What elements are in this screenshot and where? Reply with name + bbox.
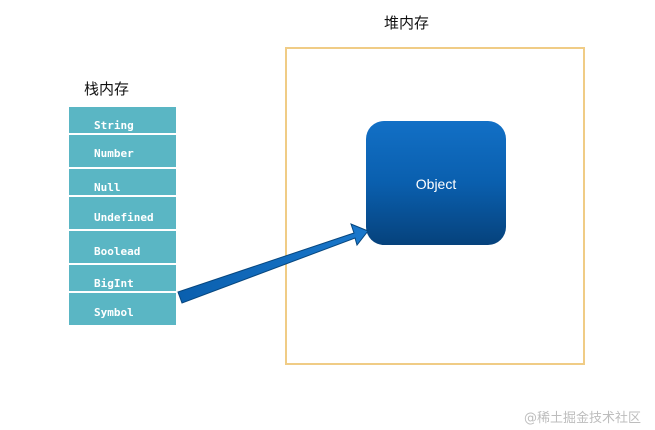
stack-memory-title: 栈内存 — [84, 80, 130, 98]
stack-cell-label: String — [94, 119, 134, 132]
stack-cell-label: Number — [94, 147, 134, 160]
heap-memory-box — [285, 47, 585, 365]
stack-cell-bigint: BigInt — [69, 265, 176, 293]
stack-cell-label: Undefined — [94, 211, 154, 224]
watermark-text: @稀土掘金技术社区 — [524, 411, 642, 426]
stack-cell-label: BigInt — [94, 277, 134, 290]
stack-memory-column: String Number Null Undefined Boolead Big… — [69, 107, 176, 325]
stack-cell-null: Null — [69, 169, 176, 197]
stack-cell-label: Null — [94, 181, 121, 194]
object-node: Object — [366, 121, 506, 245]
object-label: Object — [415, 176, 457, 192]
stack-cell-undefined: Undefined — [69, 197, 176, 231]
stack-cell-number: Number — [69, 135, 176, 169]
stack-cell-label: Boolead — [94, 245, 141, 258]
arrow-shape — [177, 223, 369, 304]
stack-cell-boolead: Boolead — [69, 231, 176, 265]
stack-cell-string: String — [69, 107, 176, 135]
heap-memory-title: 堆内存 — [384, 14, 430, 32]
stack-cell-symbol: Symbol — [69, 293, 176, 325]
stack-cell-label: Symbol — [94, 306, 134, 319]
